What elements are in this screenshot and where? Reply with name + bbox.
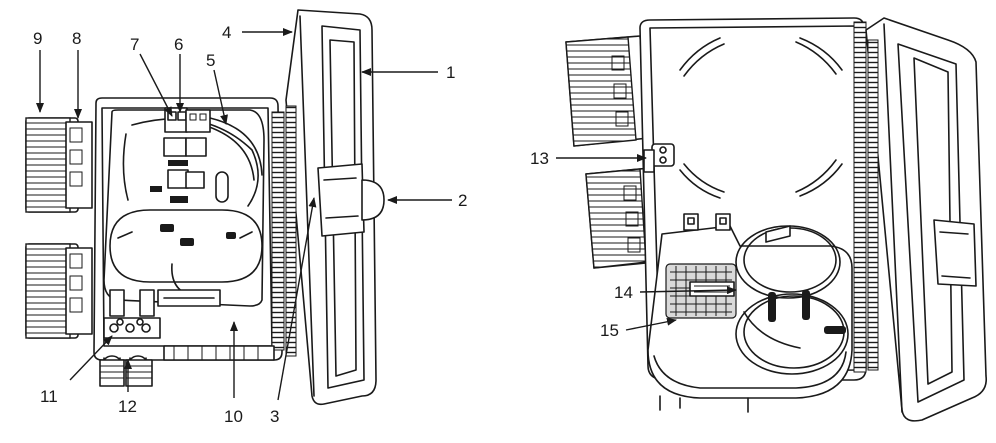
leader-5 (213, 69, 228, 125)
callout-8: 8 (72, 29, 81, 48)
callout-7: 7 (130, 35, 139, 54)
callout-15: 15 (600, 321, 619, 340)
callout-labels: 9 8 7 6 5 4 1 2 3 10 11 12 13 14 15 (33, 23, 633, 426)
right-enclosure-figure (565, 17, 988, 422)
leader-15 (625, 317, 677, 331)
cable-ports (99, 345, 275, 387)
upper-adapter-module (25, 117, 93, 213)
leader-11 (69, 335, 113, 381)
callout-2: 2 (458, 191, 467, 210)
callout-1: 1 (446, 63, 455, 82)
cable-retention-area (103, 289, 221, 339)
lower-adapter-module (25, 243, 93, 339)
leader-lines (36, 28, 737, 401)
callout-6: 6 (174, 35, 183, 54)
right-upper-adapter-module (565, 35, 649, 147)
callout-11: 11 (40, 387, 58, 406)
fiber-coil (735, 225, 849, 375)
callout-4: 4 (222, 23, 231, 42)
leader-14 (639, 286, 737, 295)
leader-3 (277, 197, 317, 401)
right-lower-adapter-module (585, 167, 657, 269)
callout-3: 3 (270, 407, 279, 426)
left-enclosure-figure (25, 9, 385, 406)
callout-12: 12 (118, 397, 137, 416)
callout-14: 14 (614, 283, 633, 302)
fiber-adapters (150, 107, 229, 203)
callout-5: 5 (206, 51, 215, 70)
leader-7 (139, 53, 173, 117)
callout-10: 10 (224, 407, 243, 426)
right-enclosure-door (865, 17, 988, 422)
enclosure-door (285, 9, 385, 406)
callout-9: 9 (33, 29, 42, 48)
callout-13: 13 (530, 149, 549, 168)
